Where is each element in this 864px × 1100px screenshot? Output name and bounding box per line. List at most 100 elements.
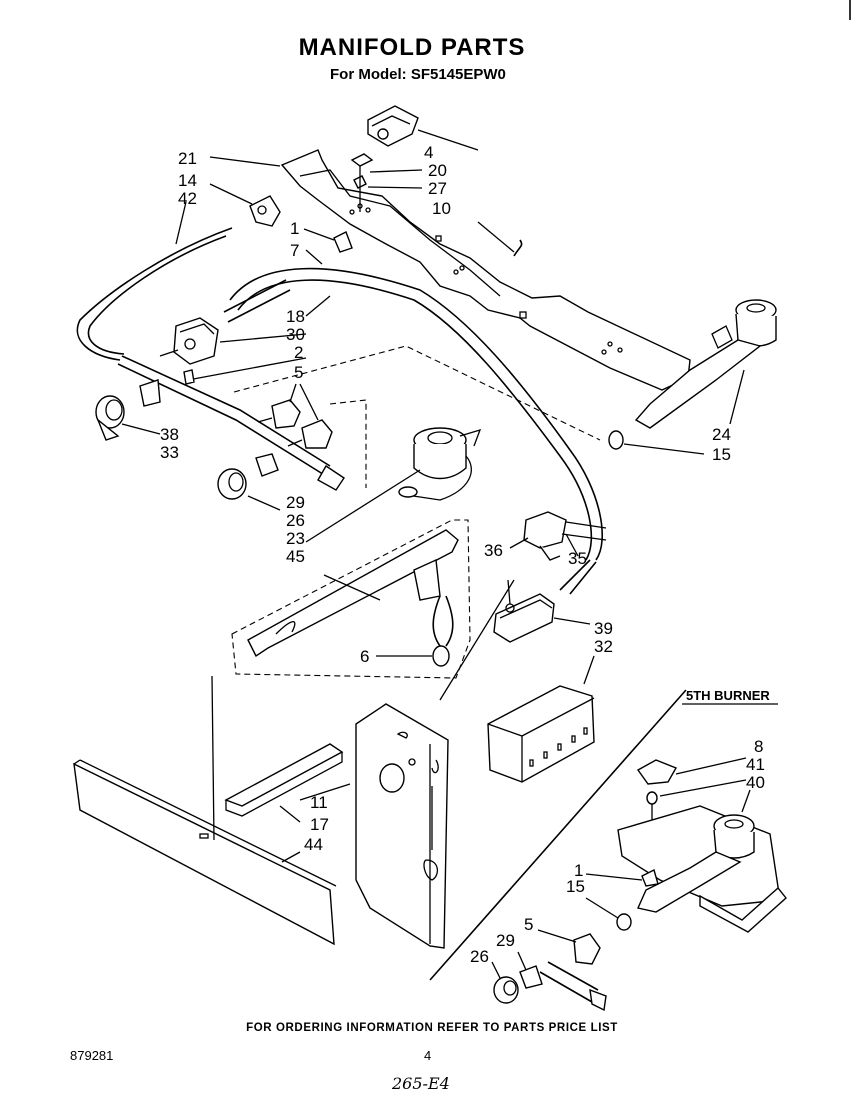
callout-11: 11 xyxy=(310,793,328,812)
leader-15b xyxy=(585,897,619,919)
part-42-tube xyxy=(76,227,233,361)
callout-1-b: 1 xyxy=(574,861,583,880)
part-26-knob-b xyxy=(493,976,519,1004)
leader-26 xyxy=(247,495,281,511)
rail-end xyxy=(317,465,345,491)
leader-39 xyxy=(553,617,591,625)
callout-21: 21 xyxy=(178,149,197,168)
part-30-valve xyxy=(159,317,219,365)
part-44-panel xyxy=(73,759,337,946)
leader-40 xyxy=(741,789,751,813)
leader-27 xyxy=(367,186,423,189)
part-35-36-connector xyxy=(523,511,607,561)
front-manifold-rail xyxy=(121,355,331,467)
callout-18: 18 xyxy=(286,307,305,326)
fifth-burner-label: 5TH BURNER xyxy=(686,688,770,703)
part-14-bracket xyxy=(249,195,281,227)
callout-26: 26 xyxy=(286,511,305,530)
leader-42 xyxy=(175,201,187,245)
model-subtitle: For Model: SF5145EPW0 xyxy=(330,66,506,83)
part-33-bracket xyxy=(139,379,161,407)
callout-32: 32 xyxy=(594,637,613,656)
part-15-orifice xyxy=(608,430,624,450)
part-29-bezel-b xyxy=(519,965,543,989)
part-45-slot xyxy=(275,621,296,635)
ordering-note: FOR ORDERING INFORMATION REFER TO PARTS … xyxy=(246,1022,618,1034)
leader-4 xyxy=(417,129,479,151)
leader-29b xyxy=(517,951,527,971)
manifold-bracket xyxy=(280,149,691,391)
part-38-knob xyxy=(95,395,125,441)
callout-23: 23 xyxy=(286,529,305,548)
part-10-clip xyxy=(513,239,523,257)
callout-17: 17 xyxy=(310,815,329,834)
leader-20 xyxy=(369,169,423,173)
callout-30: 30 xyxy=(286,325,305,344)
part-32-cover-box xyxy=(487,685,595,783)
leader-21 xyxy=(209,156,281,167)
part-41 xyxy=(646,791,658,805)
part-11-17-channel xyxy=(224,743,344,817)
leader-24 xyxy=(729,369,745,425)
callout-36: 36 xyxy=(484,541,503,560)
page-title: MANIFOLD PARTS xyxy=(298,34,526,61)
part-18-tube-b xyxy=(223,279,287,313)
leader-14 xyxy=(209,183,253,205)
callout-6: 6 xyxy=(360,647,369,666)
side-panel xyxy=(355,703,449,949)
callout-1: 1 xyxy=(290,219,299,238)
tube-to-39 xyxy=(559,559,597,595)
callouts: 4 21 20 14 27 42 10 1 7 18 30 2 5 38 33 … xyxy=(160,143,765,966)
leader-44-guide xyxy=(211,675,215,841)
leader-2 xyxy=(187,357,307,381)
callout-27: 27 xyxy=(428,179,447,198)
callout-29: 29 xyxy=(286,493,305,512)
section-divider xyxy=(429,689,687,981)
leader-5a-2 xyxy=(299,383,319,421)
leader-26b xyxy=(491,961,501,979)
leader-18 xyxy=(305,295,331,317)
callout-15: 15 xyxy=(712,445,731,464)
callout-8: 8 xyxy=(754,737,763,756)
leader-36 xyxy=(509,537,529,549)
part-1-clip xyxy=(333,231,353,253)
leader-32 xyxy=(583,655,595,685)
callout-41: 41 xyxy=(746,755,765,774)
handwritten-note: 265-E4 xyxy=(392,1074,450,1093)
leader-5b xyxy=(537,929,577,943)
leader-1b xyxy=(585,873,643,881)
leader-45 xyxy=(323,574,381,601)
leader-10 xyxy=(477,221,515,253)
callout-45: 45 xyxy=(286,547,305,566)
part-1-clip-b xyxy=(641,868,659,887)
part-23-burner xyxy=(398,427,482,501)
part-39-regulator xyxy=(493,593,555,643)
callout-14: 14 xyxy=(178,171,197,190)
callout-33: 33 xyxy=(160,443,179,462)
leader-44 xyxy=(281,851,301,863)
leader-7 xyxy=(305,249,323,265)
part-20 xyxy=(350,153,374,167)
callout-40: 40 xyxy=(746,773,765,792)
assembly-guide-2 xyxy=(329,399,367,488)
callout-4: 4 xyxy=(424,143,433,162)
part-5-valves xyxy=(257,399,333,449)
leader-35 xyxy=(565,533,579,557)
leader-1a xyxy=(303,228,335,241)
callout-29-b: 29 xyxy=(496,931,515,950)
callout-15-b: 15 xyxy=(566,877,585,896)
callout-5-b: 5 xyxy=(524,915,533,934)
assembly-guide-1 xyxy=(233,345,601,441)
page-number: 4 xyxy=(424,1048,432,1063)
part-42-tube-inner xyxy=(87,235,227,355)
callout-42: 42 xyxy=(178,189,197,208)
callout-35: 35 xyxy=(568,549,587,568)
callout-10: 10 xyxy=(432,199,451,218)
leader-17 xyxy=(279,805,301,823)
part-8-bracket xyxy=(636,759,678,785)
part-4-block xyxy=(367,105,419,147)
callout-39: 39 xyxy=(594,619,613,638)
leader-8 xyxy=(675,757,747,775)
